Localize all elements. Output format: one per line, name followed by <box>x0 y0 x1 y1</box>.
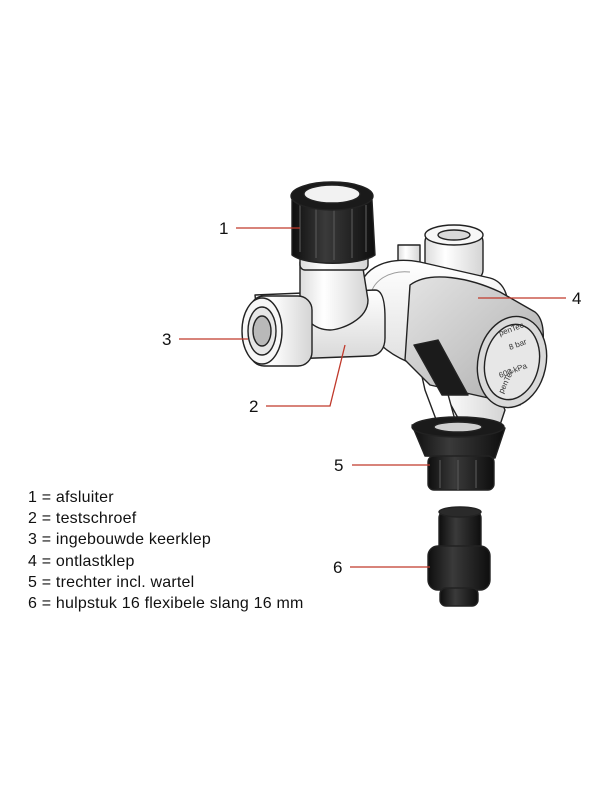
callout-labels: 1 2 3 4 5 6 <box>162 219 581 577</box>
valve-assembly <box>241 181 548 491</box>
legend-item-testschroef: 2 = testschroef <box>28 510 137 528</box>
hulpstuk-adapter <box>427 506 491 607</box>
legend-item-afsluiter: 1 = afsluiter <box>28 489 114 506</box>
ontlastklep-cap <box>404 276 548 409</box>
legend-item-trechter: 5 = trechter incl. wartel <box>28 573 195 591</box>
legend-item-keerklep: 3 = ingebouwde keerklep <box>28 531 211 549</box>
callout-5: 5 <box>334 456 343 475</box>
callout-6: 6 <box>333 558 342 577</box>
left-union-nut <box>241 295 313 367</box>
funnel <box>411 416 506 491</box>
callout-4: 4 <box>572 289 581 308</box>
callout-1: 1 <box>219 219 228 238</box>
leader-line-2 <box>266 344 346 407</box>
callout-2: 2 <box>249 397 258 416</box>
legend-item-ontlastklep: 4 = ontlastklep <box>28 552 135 570</box>
legend-item-hulpstuk: 6 = hulpstuk 16 flexibele slang 16 mm <box>28 595 304 613</box>
leader-lines <box>179 227 566 568</box>
afsluiter-cap <box>290 181 376 271</box>
legend: 1 = afsluiter 2 = testschroef 3 = ingebo… <box>28 487 304 614</box>
callout-3: 3 <box>162 330 171 349</box>
